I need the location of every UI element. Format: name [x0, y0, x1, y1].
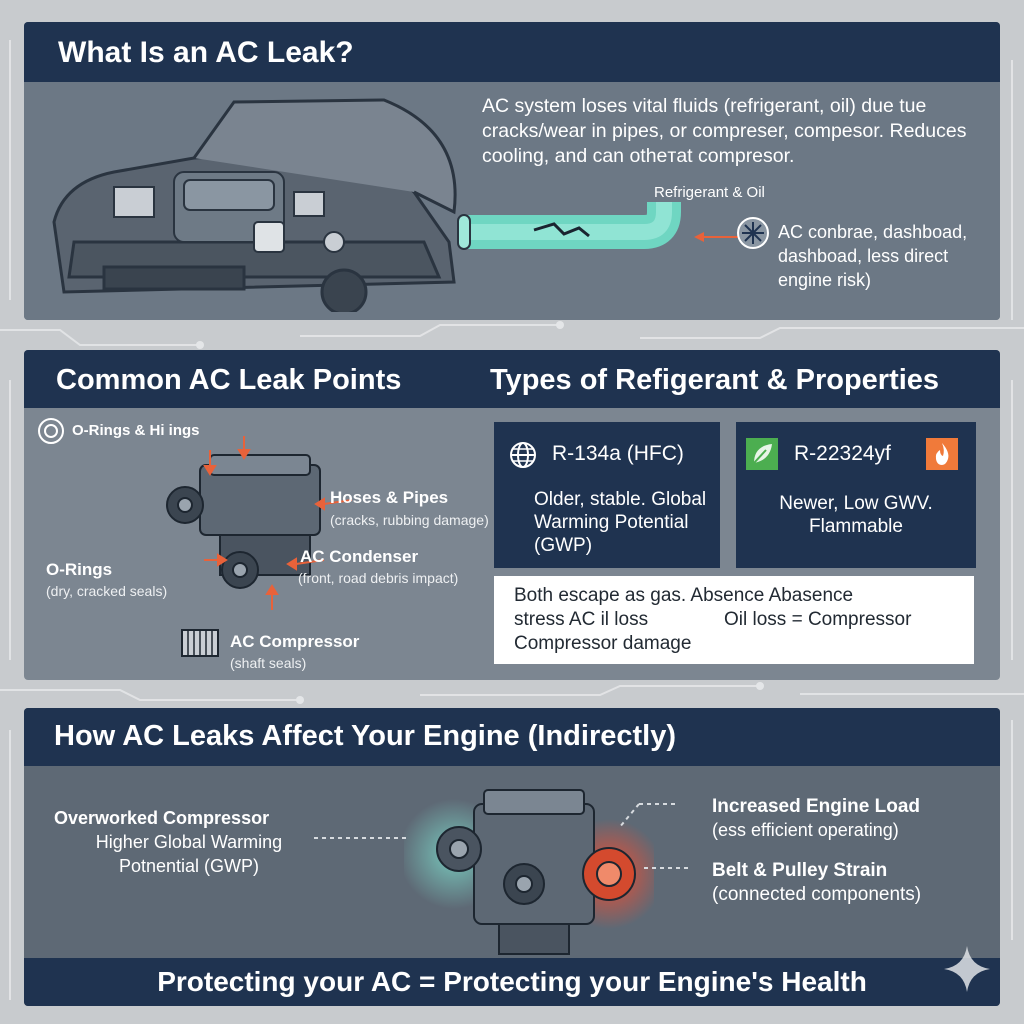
section3-title: How AC Leaks Affect Your Engine (Indirec… [24, 708, 1000, 766]
section1-body: AC system loses vital fluids (refrigeran… [24, 82, 1000, 320]
leak-point-o-rings-fittings: O-Rings & Hi ings [72, 422, 200, 439]
section2-header: Common AC Leak Points Types of Refigeran… [24, 350, 1000, 408]
what-is-ac-leak-panel: What Is an AC Leak? AC system loses vita… [24, 22, 1000, 320]
note-line-4: Compressor damage [514, 633, 692, 654]
connector-lines [314, 803, 689, 869]
overworked-compressor-body: Higher Global Warming Potnential (GWP) [95, 832, 283, 876]
footer-banner: Protecting your AC = Protecting your Eng… [24, 958, 1000, 1006]
ac-fan-icon [737, 217, 769, 249]
leak-point-o-rings: O-Rings [46, 560, 113, 579]
pipe-label: Refrigerant & Oil [654, 184, 765, 201]
leak-consequence-note: Both escape as gas. Absence Abasence str… [494, 576, 974, 664]
flame-icon [926, 438, 958, 470]
effect-belt-strain: Belt & Pulley Strain (connected componen… [712, 860, 921, 906]
overworked-compressor-block: Overworked Compressor Higher Global Warm… [54, 806, 344, 878]
leak-points-refrigerant-panel: Common AC Leak Points Types of Refigeran… [24, 350, 1000, 680]
leak-point-o-rings-sub: (dry, cracked seals) [46, 583, 168, 599]
engine-block-illustration [166, 454, 321, 589]
refrigerant-card-r1234yf: R-22324yf Newer, Low GWV. Flammable [736, 422, 976, 568]
effect-engine-load-label: Increased Engine Load [712, 796, 920, 817]
leak-point-ac-condenser-sub: (front, road debris impact) [298, 570, 459, 586]
effect-engine-load: Increased Engine Load (ess efficient ope… [712, 796, 920, 841]
compressor-icon [181, 629, 219, 657]
engine-heat-illustration [404, 789, 654, 955]
refrigerant-name-r1234yf: R-22324yf [794, 442, 891, 465]
leaf-icon [746, 438, 778, 470]
leak-point-ac-compressor-sub: (shaft seals) [230, 655, 307, 671]
engine-effects-panel: How AC Leaks Affect Your Engine (Indirec… [24, 708, 1000, 1006]
leak-point-hoses-pipes: Hoses & Pipes [330, 488, 449, 507]
section1-side-note: AC conbrae, dashboad, dashboad, less dir… [778, 222, 968, 290]
sparkle-icon [944, 946, 990, 992]
section1-description: AC system loses vital fluids (refrigeran… [482, 95, 967, 167]
refrigerant-body-r134a: Older, stable. Global Warming Potential … [534, 489, 707, 556]
effect-belt-strain-sub: (connected components) [712, 884, 922, 905]
cracked-pipe-illustration [457, 202, 744, 250]
effect-engine-load-sub: (ess efficient operating) [712, 820, 899, 840]
leak-point-arrows [203, 436, 353, 610]
refrigerant-card-r134a: R-134a (HFC) Older, stable. Global Warmi… [494, 422, 720, 568]
note-line-3: Oil loss = Compressor [724, 609, 912, 630]
leak-point-ac-condenser: AC Condenser [300, 547, 419, 566]
leak-point-ac-compressor: AC Compressor [230, 632, 360, 651]
effect-belt-strain-label: Belt & Pulley Strain [712, 860, 888, 881]
note-line-2: stress AC il loss [514, 609, 649, 630]
refrigerant-body-r1234yf: Newer, Low GWV. Flammable [779, 493, 933, 537]
leak-points-title: Common AC Leak Points [56, 364, 402, 396]
refrigerant-name-r134a: R-134a (HFC) [552, 442, 684, 465]
car-hood-open-illustration [52, 98, 457, 312]
globe-icon [510, 442, 536, 468]
note-line-1: Both escape as gas. Absence Abasence [514, 585, 854, 606]
refrigerant-types-title: Types of Refigerant & Properties [490, 364, 940, 396]
section1-title: What Is an AC Leak? [24, 22, 1000, 82]
overworked-compressor-title: Overworked Compressor [54, 808, 270, 828]
leak-point-hoses-pipes-sub: (cracks, rubbing damage) [330, 512, 489, 528]
o-ring-icon [38, 418, 64, 444]
